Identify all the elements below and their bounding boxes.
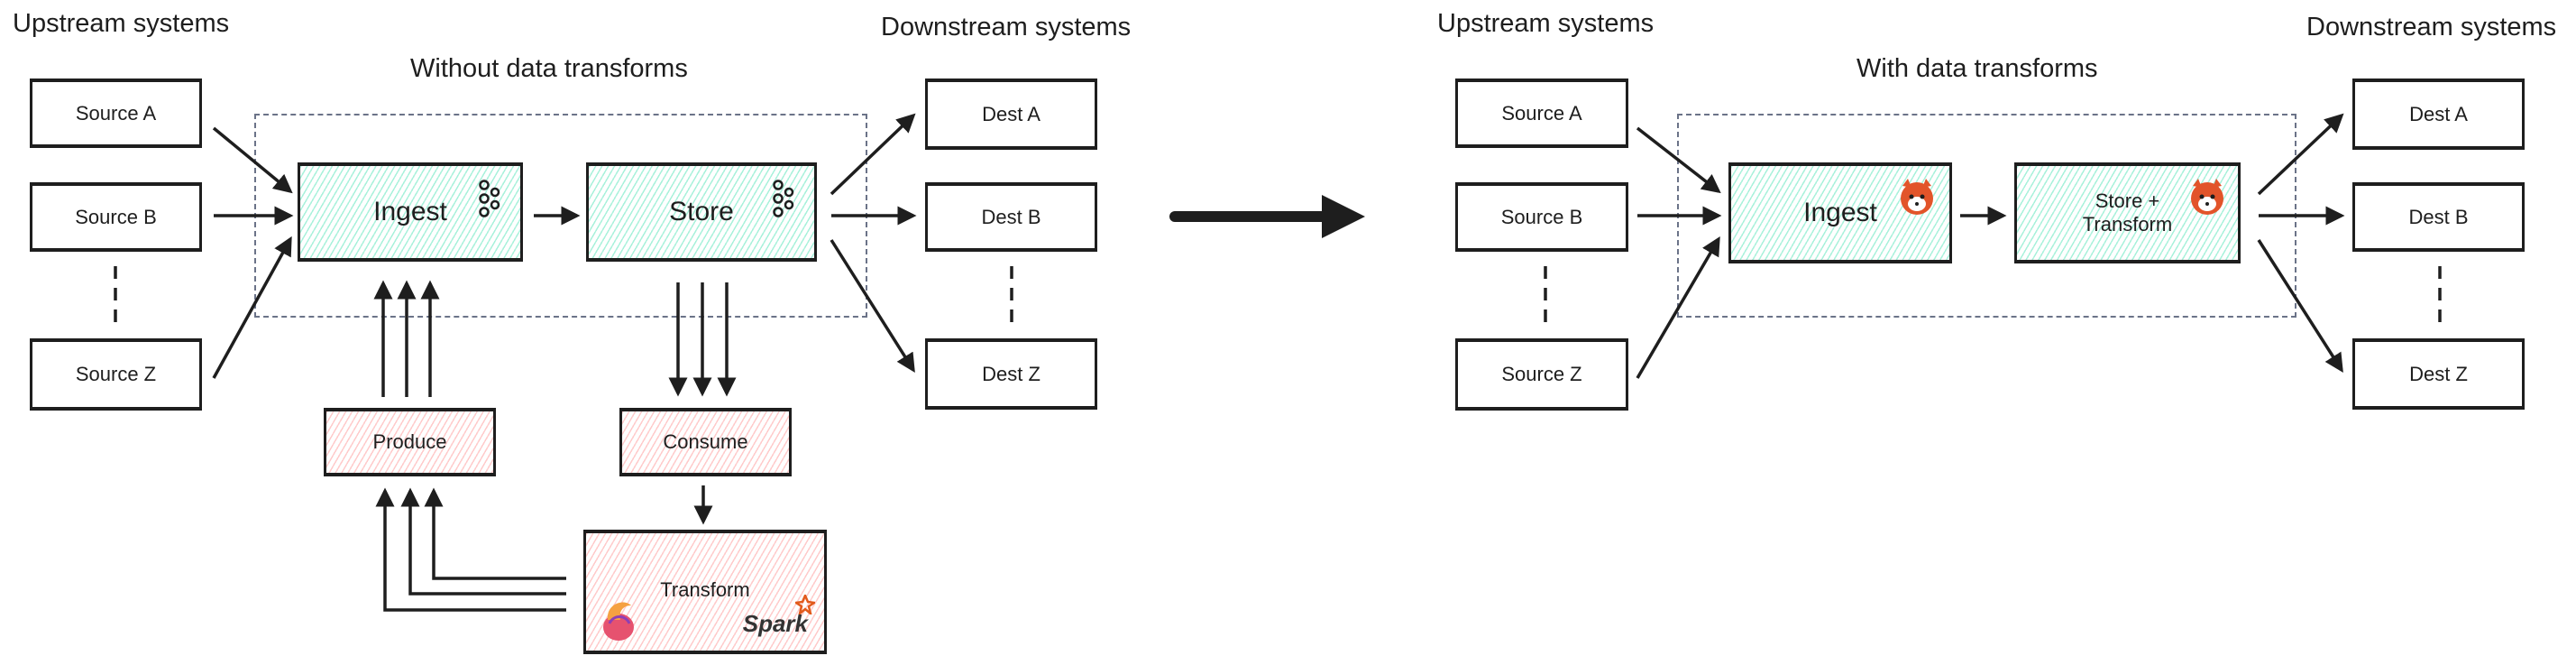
- ingest-box-left: Ingest: [298, 162, 523, 262]
- diagram-title-right: With data transforms: [1856, 54, 2098, 83]
- source-a-left: Source A: [30, 79, 202, 148]
- source-z-left: Source Z: [30, 338, 202, 411]
- consume-box: Consume: [619, 408, 792, 476]
- arrow-source-z-ingest: [212, 236, 292, 379]
- store-transform-box-right: Store + Transform: [2014, 162, 2241, 263]
- arrow-store-dest-a-right: [2257, 113, 2344, 196]
- dest-a-right: Dest A: [2352, 79, 2525, 150]
- arrow-source-a-ingest: [212, 126, 293, 194]
- kafka-icon: [479, 180, 500, 217]
- dest-b-left: Dest B: [925, 182, 1097, 252]
- transform-box: Transform Spark: [583, 530, 827, 654]
- arrow-source-z-ingest-right: [1636, 236, 1720, 379]
- arrow-transform-produce-1: [424, 487, 566, 580]
- downstream-label-right: Downstream systems: [2306, 13, 2557, 42]
- transform-label: Transform: [660, 578, 750, 601]
- kafka-icon: [773, 180, 794, 217]
- upstream-label-left: Upstream systems: [13, 9, 230, 38]
- arrow-store-dest-z: [830, 239, 915, 373]
- redpanda-icon: [1901, 179, 1933, 215]
- diagram-title-left: Without data transforms: [410, 54, 688, 83]
- produce-box: Produce: [324, 408, 496, 476]
- arrow-source-a-ingest-right: [1636, 126, 1721, 194]
- downstream-label-left: Downstream systems: [881, 13, 1132, 42]
- store-label: Store +: [2095, 189, 2160, 212]
- source-z-right: Source Z: [1455, 338, 1628, 411]
- dest-z-right: Dest Z: [2352, 338, 2525, 410]
- transform-label: Transform: [2082, 213, 2173, 236]
- flink-icon: [603, 602, 634, 641]
- source-b-left: Source B: [30, 182, 202, 252]
- arrow-transform-produce-3: [375, 487, 566, 612]
- spark-star-icon: [795, 595, 815, 614]
- upstream-label-right: Upstream systems: [1437, 9, 1655, 38]
- arrow-transform-produce-2: [400, 487, 566, 596]
- dest-a-left: Dest A: [925, 79, 1097, 150]
- redpanda-icon: [2191, 179, 2223, 215]
- ingest-label: Ingest: [373, 197, 447, 226]
- spark-logo: Spark: [742, 610, 808, 637]
- store-box-left: Store: [586, 162, 817, 262]
- source-b-right: Source B: [1455, 182, 1628, 252]
- dest-z-left: Dest Z: [925, 338, 1097, 410]
- arrow-store-dest-a: [830, 113, 916, 196]
- dest-b-right: Dest B: [2352, 182, 2525, 252]
- ingest-label: Ingest: [1803, 198, 1877, 227]
- source-a-right: Source A: [1455, 79, 1628, 148]
- store-label: Store: [669, 197, 734, 226]
- ingest-box-right: Ingest: [1728, 162, 1952, 263]
- arrow-store-dest-z-right: [2257, 239, 2343, 373]
